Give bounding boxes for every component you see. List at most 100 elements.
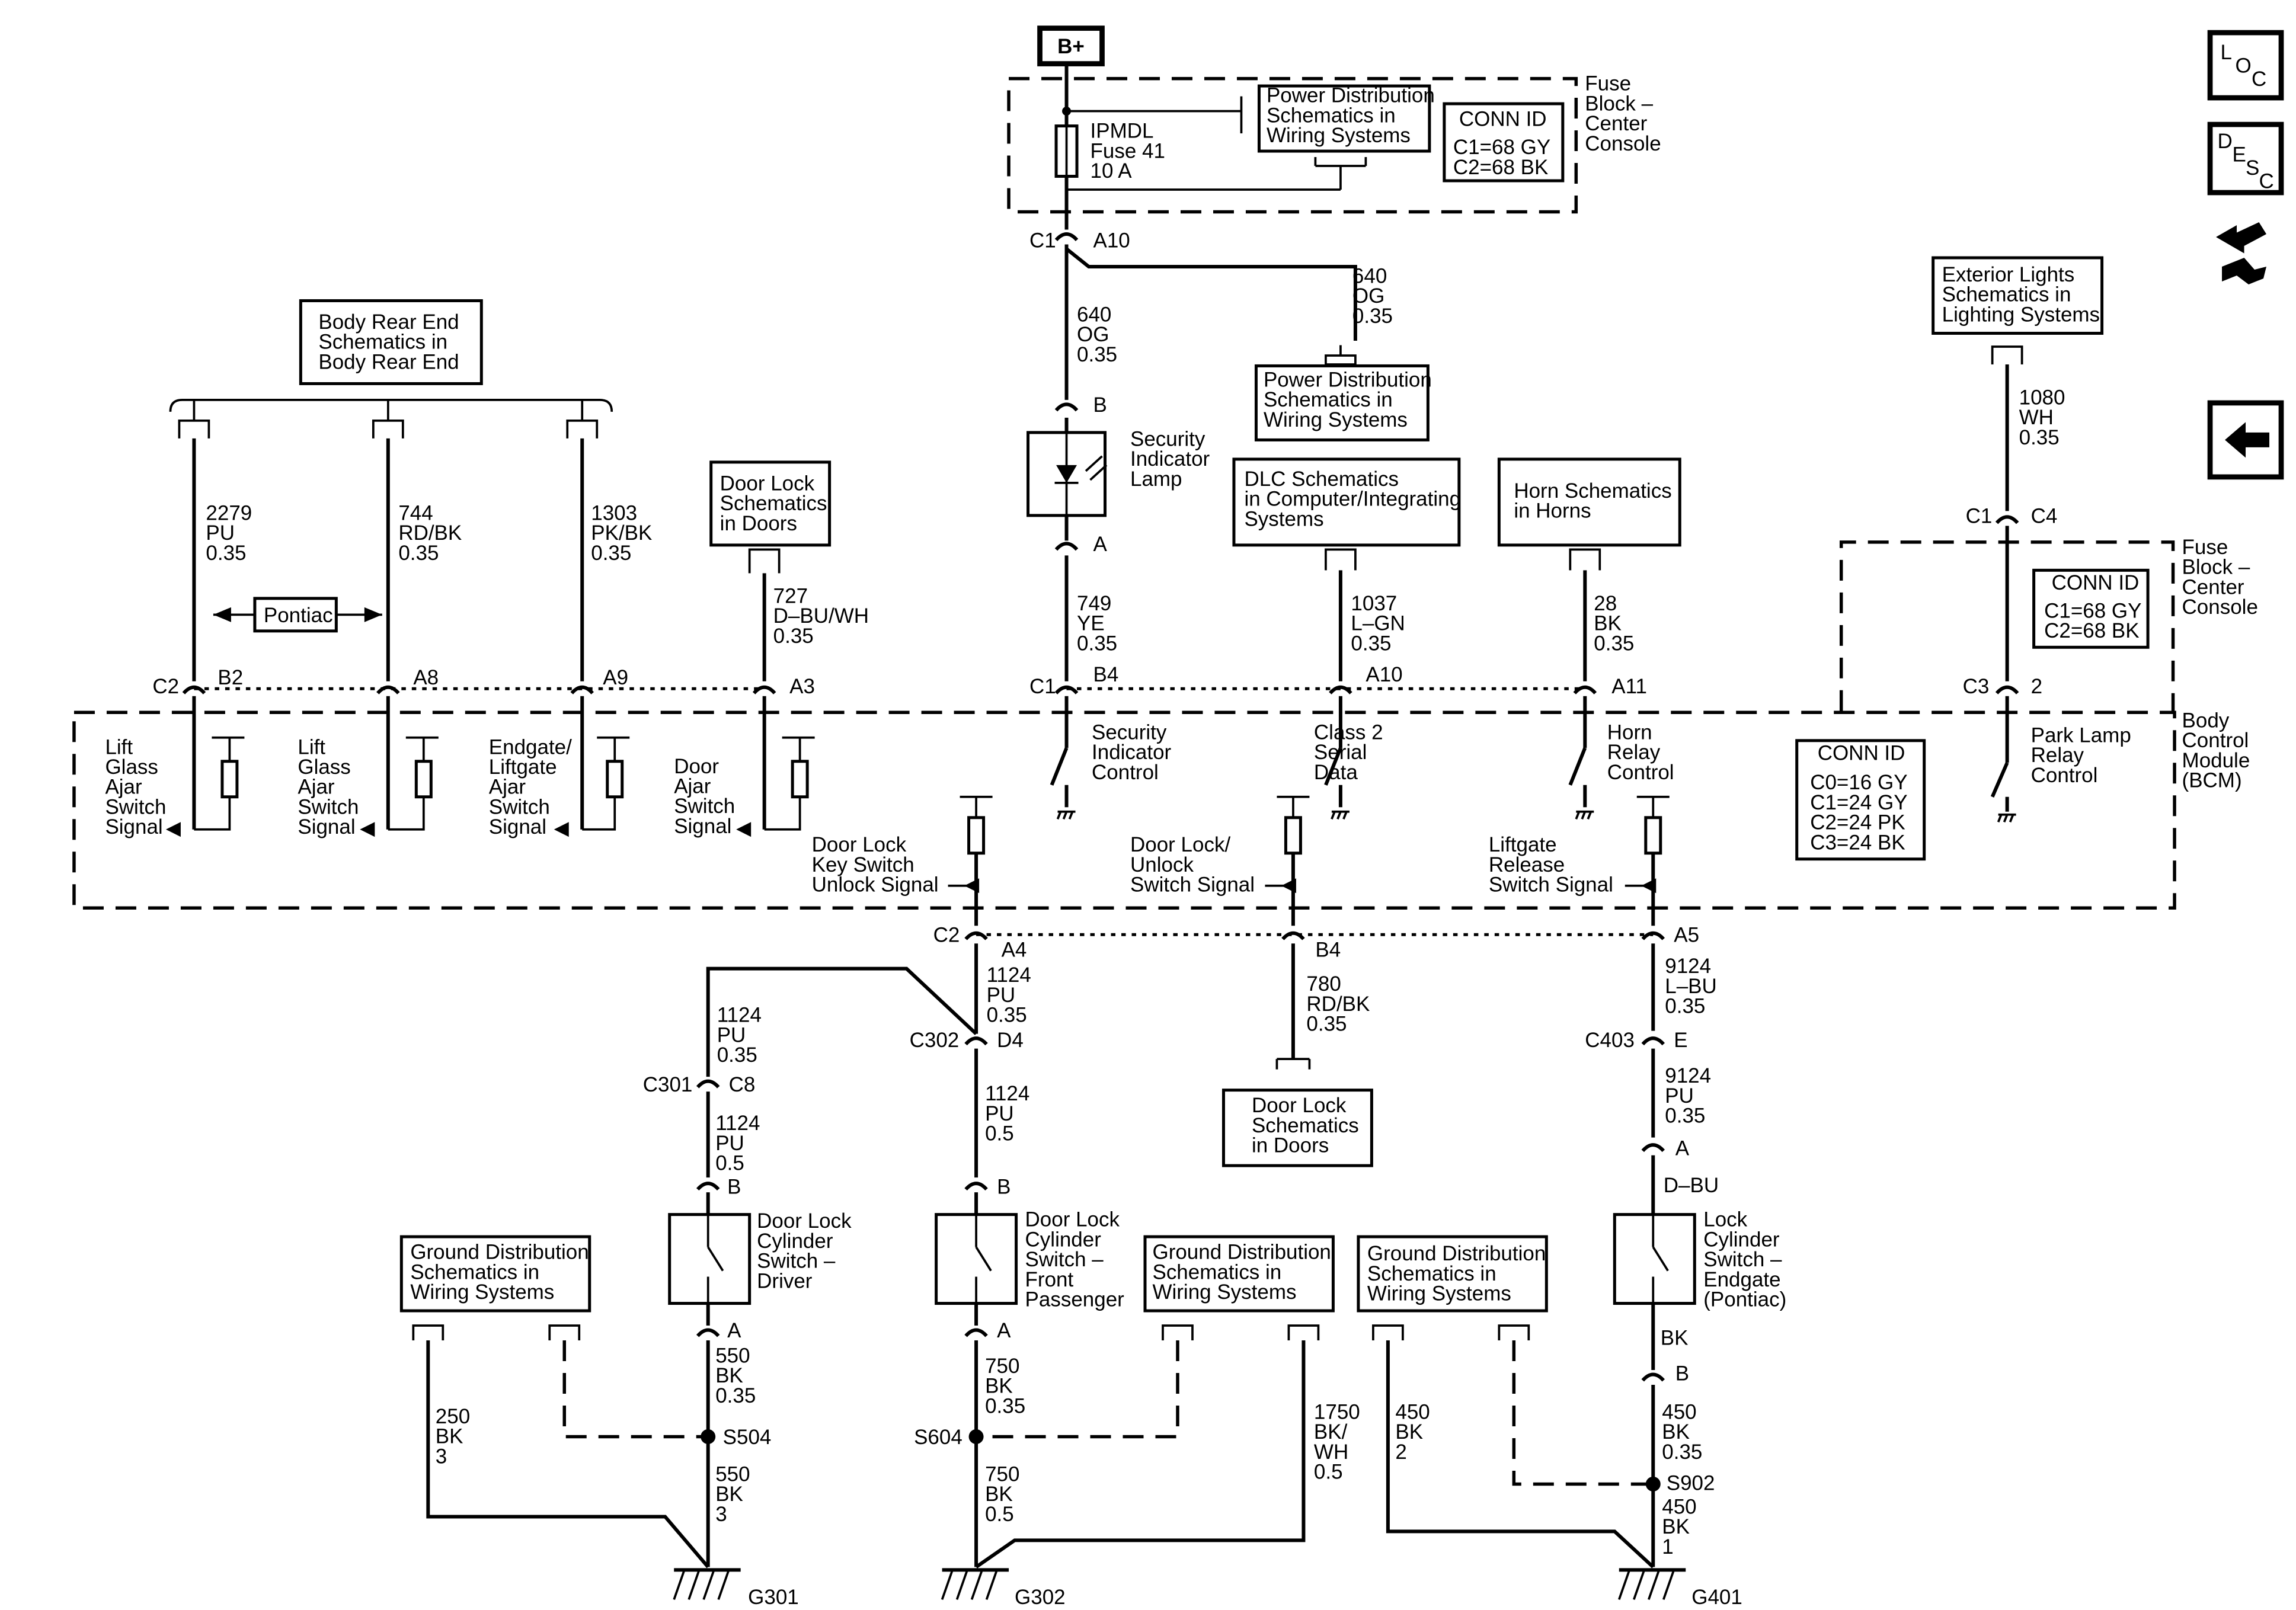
wire-1303-line: 0.35	[591, 542, 631, 565]
switch-driver-label-line: Cylinder	[757, 1230, 833, 1253]
wire-28-line: 0.35	[1594, 632, 1634, 655]
wire-250-line: 3	[436, 1445, 447, 1468]
wire-1080-line: 0.35	[2019, 426, 2060, 449]
connector-tool-icon[interactable]	[2216, 222, 2267, 284]
signal-lift-glass-1-line: Glass	[105, 756, 158, 779]
fuse-41-label-line: Fuse 41	[1091, 139, 1165, 162]
lamp-label-line: Lamp	[1130, 468, 1182, 491]
conn-c8: C8	[729, 1073, 756, 1096]
wire-1124-c-line: 1124	[715, 1112, 760, 1135]
wire-749-line: YE	[1077, 612, 1105, 635]
wire-dbu-line: D–BU	[1664, 1174, 1719, 1197]
signal-class2-line: Data	[1314, 761, 1358, 784]
wire-2279-line: 2279	[206, 501, 252, 524]
loc-letter[interactable]: L	[2221, 41, 2232, 64]
signal-park-lamp-line: Park Lamp	[2031, 724, 2131, 747]
conn-c3-line: C3	[1963, 675, 1990, 698]
switch-endgate-label-line: Endgate	[1703, 1268, 1780, 1291]
wire-1750-line: 0.5	[1314, 1461, 1343, 1484]
conn-a3-line: A3	[789, 675, 815, 698]
bcm-conn-ids-line: C2=24 PK	[1810, 811, 1905, 834]
signal-lift-glass-1-line: Ajar	[105, 776, 142, 799]
ground-ref-2-line: Wiring Systems	[1152, 1281, 1296, 1304]
switch-pass-label-line: Door Lock	[1025, 1208, 1120, 1231]
wire-749-line: 749	[1077, 592, 1111, 615]
back-arrow-icon[interactable]	[2225, 422, 2270, 458]
wire-744-line: RD/BK	[398, 521, 462, 545]
door-lock-ref-bottom-line: Door Lock	[1252, 1094, 1347, 1117]
switch-pass-label-line: Switch –	[1025, 1248, 1104, 1271]
fuse-block-2-title-line: Block –	[2182, 556, 2250, 579]
bcm-conn-ids-line: C0=16 GY	[1810, 771, 1907, 794]
switch-endgate-label-line: Lock	[1703, 1208, 1747, 1231]
lamp-label-line: Security	[1130, 427, 1205, 450]
wire-1124-a-line: 0.35	[987, 1004, 1027, 1027]
signal-endgate-line: Switch	[489, 795, 550, 818]
wire-550-a-line: 0.35	[715, 1384, 756, 1407]
ground-g401: G401	[1691, 1586, 1742, 1609]
signal-lift-glass-1-line: Lift	[105, 735, 133, 758]
conn-pin-2-line: 2	[2031, 675, 2042, 698]
switch-endgate-label-line: (Pontiac)	[1703, 1288, 1786, 1311]
switch-driver-label-line: Switch –	[757, 1250, 836, 1273]
loc-letter[interactable]: C	[2252, 68, 2266, 91]
conn-a10-line: A10	[1093, 229, 1130, 252]
wire-1080-line: WH	[2019, 406, 2054, 429]
desc-letter[interactable]: E	[2233, 143, 2246, 167]
signal-lock-unlock-line: Door Lock/	[1130, 833, 1230, 856]
conn-c1-fb2: C1	[1966, 504, 1993, 527]
ground-ref-2-line: Schematics in	[1152, 1260, 1281, 1283]
wire-1080-line: 1080	[2019, 386, 2065, 409]
conn-c8-line: C8	[729, 1073, 756, 1096]
wire-780-line: 0.35	[1306, 1013, 1347, 1036]
conn-id-title-top-line: CONN ID	[1459, 108, 1547, 131]
ext-lights-ref-line: Exterior Lights	[1942, 263, 2075, 286]
signal-endgate-line: Ajar	[489, 776, 526, 799]
conn-e-line: E	[1674, 1029, 1687, 1052]
loc-letter[interactable]: O	[2236, 55, 2252, 78]
conn-a11: A11	[1611, 675, 1647, 698]
wire-450-b-line: 0.35	[1662, 1441, 1702, 1464]
desc-letter[interactable]: D	[2218, 130, 2233, 153]
desc-letter[interactable]: C	[2259, 170, 2274, 193]
wire-744-line: 0.35	[398, 542, 439, 565]
wire-727-line: D–BU/WH	[773, 604, 869, 628]
wire-450-b-line: 450	[1662, 1400, 1696, 1423]
wire-bk-line: BK	[1661, 1327, 1689, 1350]
wire-450-c-line: 1	[1662, 1535, 1673, 1558]
wire-750-b-line: BK	[985, 1483, 1013, 1506]
conn-lamp-b-line: B	[1093, 393, 1107, 417]
signal-endgate-line: Signal	[489, 815, 546, 838]
pd-ref-mid-line: Power Distribution	[1264, 368, 1432, 391]
wire-1124-c-line: 0.5	[715, 1152, 744, 1175]
wire-450-c-line: 450	[1662, 1495, 1696, 1518]
fuse-41-label-line: 10 A	[1091, 159, 1133, 183]
wire-450-c-line: BK	[1662, 1515, 1690, 1538]
connector-symbols	[182, 107, 2019, 1491]
wire-750-b-line: 750	[985, 1462, 1019, 1486]
wire-1124-b-line: 1124	[717, 1004, 762, 1027]
conn-c403: C403	[1585, 1029, 1635, 1052]
desc-letter[interactable]: S	[2246, 156, 2259, 180]
splice-s504-line: S504	[723, 1426, 772, 1449]
wire-1303-line: 1303	[591, 501, 637, 524]
conn-pass-b: B	[997, 1176, 1011, 1199]
wire-28-line: BK	[1594, 612, 1622, 635]
